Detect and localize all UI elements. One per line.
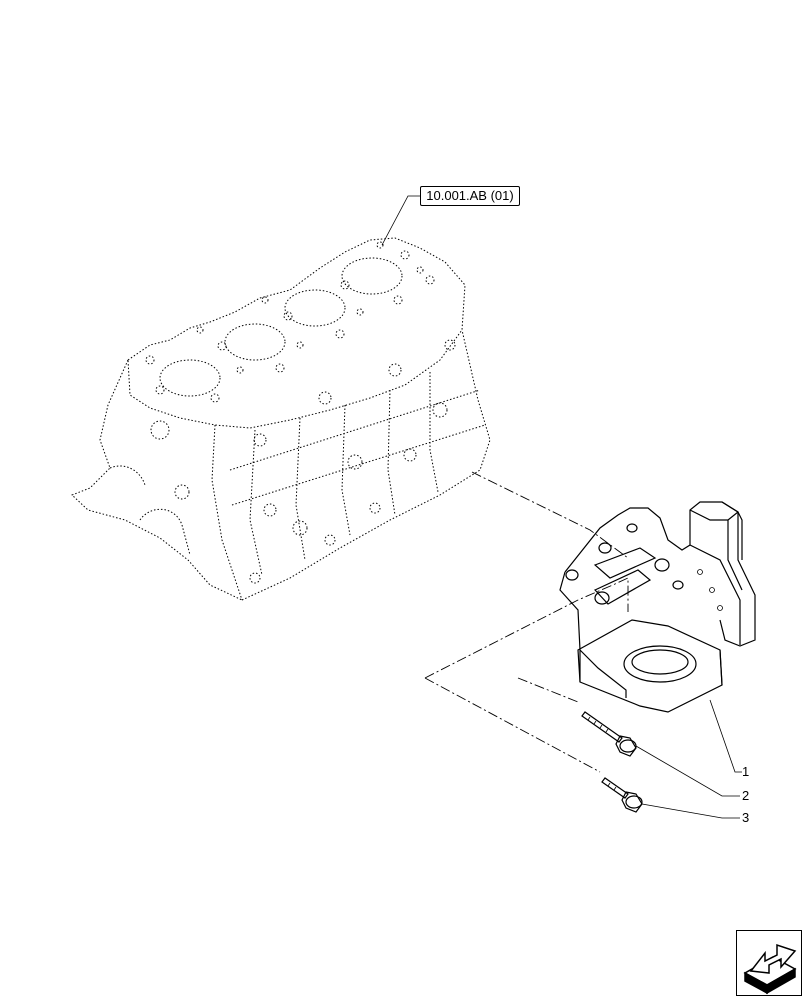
engine-block-outline [71,237,491,601]
reference-label: 10.001.AB (01) [426,188,514,203]
alignment-lines [424,471,629,773]
reference-leader [381,195,420,246]
short-bolt-part [601,777,643,813]
long-bolt-part [581,711,637,757]
callout-number-2: 2 [742,788,750,803]
next-page-arrow-icon [743,943,797,995]
next-page-button[interactable] [736,930,802,996]
reference-label-box[interactable]: 10.001.AB (01) [420,186,520,206]
callout-number-1: 1 [742,764,750,779]
bracket-part [559,501,756,713]
callout-leaders [635,699,742,819]
callout-number-3: 3 [742,810,750,825]
